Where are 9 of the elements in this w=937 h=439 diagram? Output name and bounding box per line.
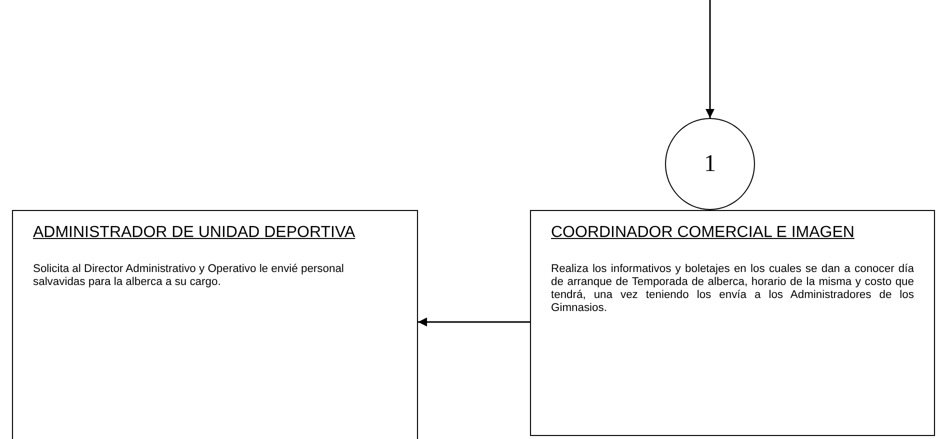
step-number: 1: [704, 150, 716, 178]
arrow: [418, 318, 530, 326]
role-box: [12, 210, 418, 439]
role-title: ADMINISTRADOR DE UNIDAD DEPORTIVA: [33, 223, 356, 243]
role-title: COORDINADOR COMERCIAL E IMAGEN: [551, 223, 856, 243]
arrow: [706, 0, 714, 118]
task-description: Solicita al Director Administrativo y Operativo le envié personal salvavidas para la alberca a su cargo.: [33, 263, 345, 289]
task-description: Realiza los informativos y boletajes en los cuales se dan a conocer día de arranque de Temporada de alberca, horario de la misma y costo que tendrá, una vez teniendo los envía a los Administradores de los Gimnasios.: [551, 263, 914, 315]
role-box: [530, 210, 935, 436]
